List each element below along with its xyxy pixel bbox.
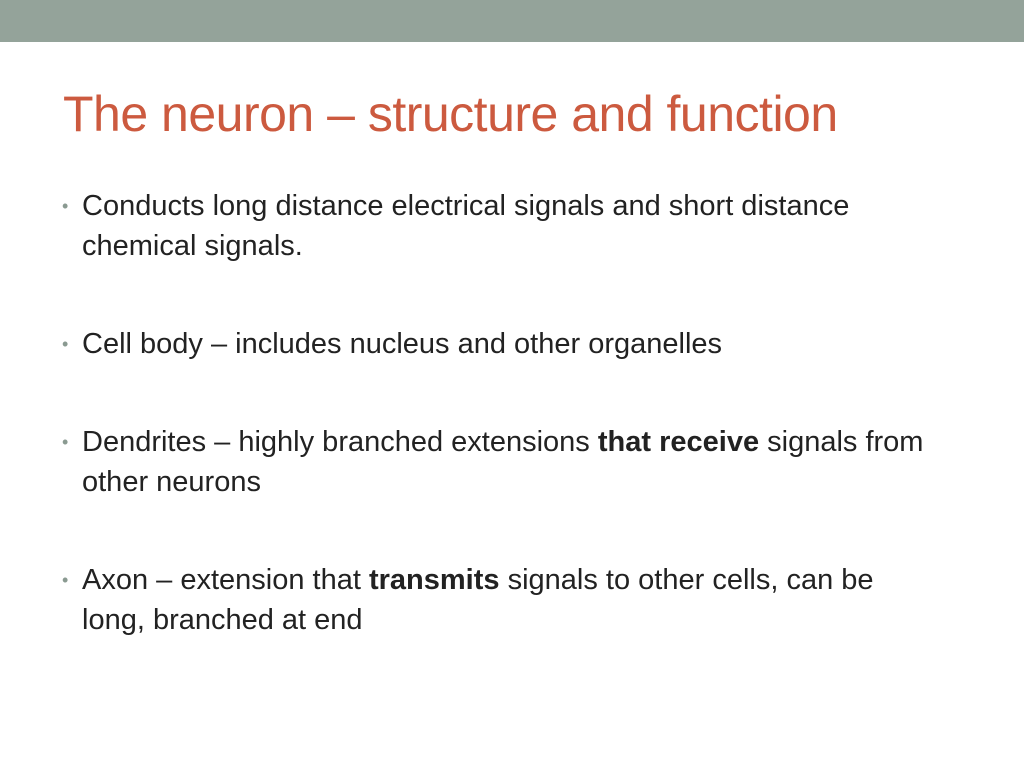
bullet-item: • Dendrites – highly branched extensions…: [62, 422, 942, 502]
bullet-dot-icon: •: [62, 432, 69, 452]
bullet-list: • Conducts long distance electrical sign…: [62, 186, 942, 640]
bullet-item: • Axon – extension that transmits signal…: [62, 560, 942, 640]
bullet-text-segment: Cell body – includes nucleus and other o…: [82, 328, 723, 360]
bullet-item: • Cell body – includes nucleus and other…: [62, 324, 942, 364]
bullet-dot-icon: •: [62, 334, 69, 354]
bullet-text-segment: Conducts long distance electrical signal…: [82, 190, 850, 262]
bullet-text: Conducts long distance electrical signal…: [82, 190, 849, 262]
bullet-text-segment: Axon – extension that: [82, 564, 369, 596]
bullet-dot-icon: •: [62, 570, 69, 590]
bullet-text-segment: signals to other cells, can be long, bra…: [82, 564, 874, 636]
bullet-text: Axon – extension that transmits signals …: [82, 564, 874, 636]
bullet-text-emphasis: transmits: [368, 564, 500, 596]
top-accent-band: [0, 0, 1024, 42]
bullet-text: Cell body – includes nucleus and other o…: [82, 328, 722, 360]
bullet-text-segment: Dendrites – highly branched extensions: [82, 426, 598, 458]
bullet-text-emphasis: that receive: [597, 426, 760, 458]
slide-title: The neuron – structure and function: [63, 86, 838, 142]
bullet-text: Dendrites – highly branched extensions t…: [82, 426, 923, 498]
bullet-item: • Conducts long distance electrical sign…: [62, 186, 942, 266]
bullet-text-segment: signals from other neurons: [82, 426, 924, 498]
bullet-dot-icon: •: [62, 196, 69, 216]
